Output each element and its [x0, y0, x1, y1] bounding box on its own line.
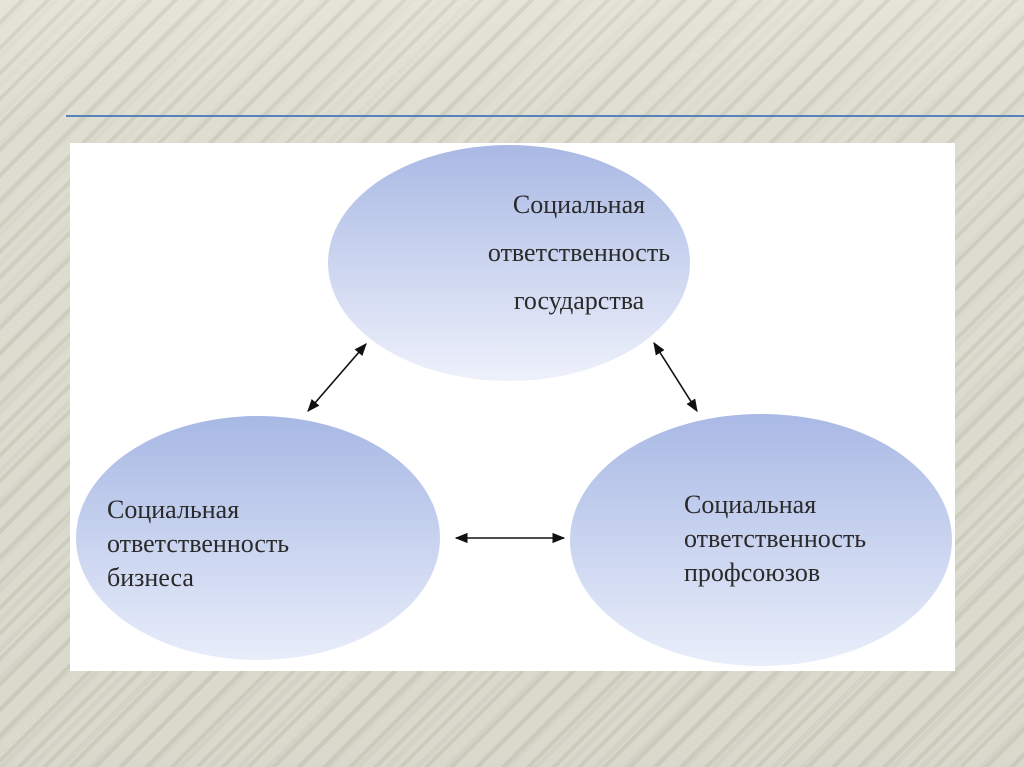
node-right-line1: Социальная	[684, 490, 817, 519]
node-top-ellipse	[328, 145, 690, 381]
arrow-top-right	[653, 341, 698, 413]
title-rule	[66, 115, 1024, 117]
node-left-line1: Социальная	[107, 495, 240, 524]
node-top-line3: государства	[513, 286, 645, 315]
node-top-label: Социальная ответственность государства	[397, 181, 761, 325]
node-top-line1: Социальная	[512, 190, 646, 219]
node-left-line3: бизнеса	[107, 563, 194, 592]
diagram-panel: Социальная ответственность государства С…	[70, 143, 955, 671]
node-left-line2: ответственность	[107, 529, 290, 558]
node-right-ellipse	[570, 414, 952, 666]
node-right-label: Социальная ответственность профсоюзов	[684, 488, 1014, 590]
node-top-line2: ответственность	[487, 238, 671, 267]
diagram-canvas	[76, 145, 952, 666]
node-left-label: Социальная ответственность бизнеса	[107, 493, 437, 595]
node-left-ellipse	[76, 416, 440, 660]
arrow-top-left	[307, 343, 367, 412]
node-right-line3: профсоюзов	[684, 558, 821, 587]
node-right-line2: ответственность	[684, 524, 867, 553]
